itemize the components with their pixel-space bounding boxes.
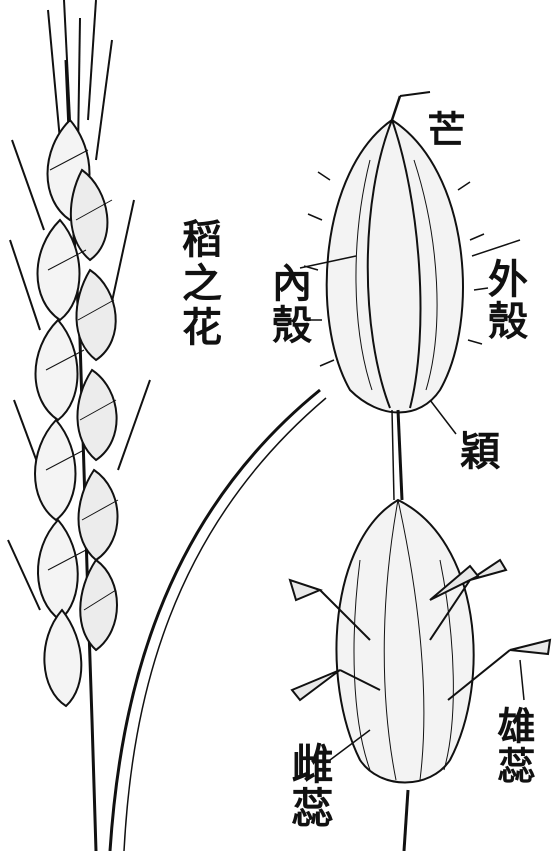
rice-ear — [8, 0, 150, 851]
inner-husk-label: 內殼 — [268, 262, 308, 346]
pistil-label: 雌蕊 — [288, 742, 330, 830]
glume-label: 穎 — [456, 430, 496, 472]
stamen-label: 雄蕊 — [494, 706, 532, 786]
awn-label: 芒 — [424, 110, 462, 150]
outer-husk-label: 外殼 — [484, 258, 524, 342]
title-label: 稻之花 — [178, 218, 218, 350]
